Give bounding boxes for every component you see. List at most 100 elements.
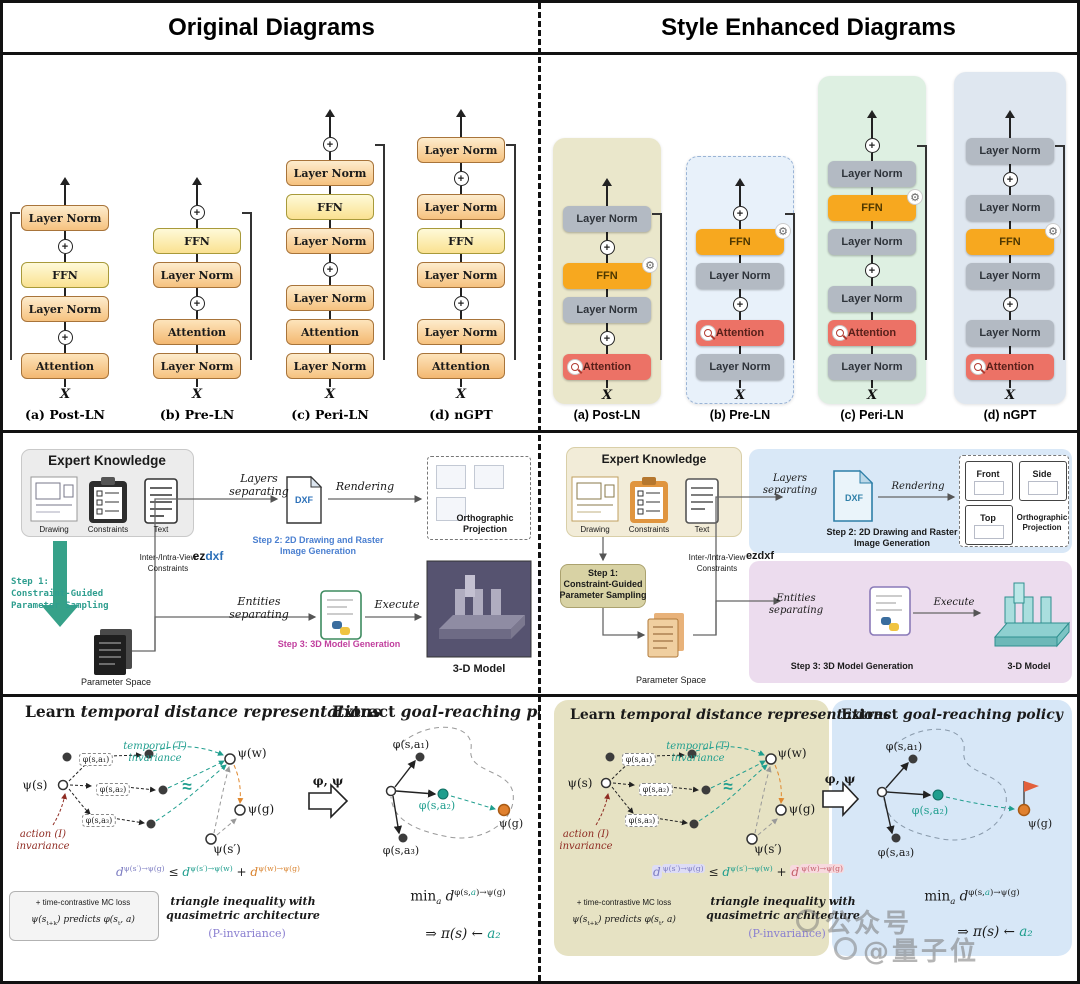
connector-line — [871, 380, 873, 388]
block-attn: Attention — [417, 353, 505, 379]
block-ffn: FFN — [417, 228, 505, 254]
step2-line2: Image Generation — [853, 538, 931, 548]
block-ln: Layer Norm — [21, 296, 109, 322]
connector-line — [329, 129, 331, 137]
add-circle-icon: + — [732, 297, 748, 312]
connector-line — [606, 346, 608, 354]
block-label: Layer Norm — [979, 327, 1041, 339]
up-arrow-icon — [324, 109, 335, 129]
block-label: Layer Norm — [424, 200, 498, 214]
magnifier-icon — [832, 325, 848, 341]
psi-s-label: ψ(s) — [567, 776, 593, 790]
connector-line — [196, 220, 198, 228]
temporal-invariance-line1: temporal (T) — [123, 741, 187, 752]
connector-line — [329, 186, 331, 194]
connector-line — [606, 232, 608, 240]
block-label: FFN — [729, 236, 751, 248]
block-label: Layer Norm — [424, 325, 498, 339]
formula-part: ψ(s′)→ψ(g) — [661, 864, 705, 873]
connector-line — [871, 346, 873, 354]
connector-line — [64, 254, 66, 262]
up-arrow-icon — [1004, 110, 1015, 130]
input-x-label: X — [601, 388, 613, 403]
residual-skip-line — [652, 213, 662, 360]
python-script-icon — [320, 590, 362, 640]
connector-line — [329, 277, 331, 285]
connector-line — [196, 288, 198, 296]
connector-line — [196, 379, 198, 387]
gear-icon: ⚙ — [1045, 223, 1061, 239]
layers-separating-line2: separating — [762, 485, 818, 496]
formula-part: a₂ — [487, 926, 501, 942]
connector-line — [460, 254, 462, 262]
block-label: Layer Norm — [841, 293, 903, 305]
block-ln: Layer Norm — [966, 195, 1054, 221]
ortho-sketch-top — [436, 497, 466, 521]
watermark-line2: @量子位 — [834, 937, 979, 968]
psi-g-label: ψ(g) — [247, 802, 275, 816]
phi-psi-arrow-icon — [308, 783, 349, 819]
block-ln: Layer Norm — [417, 194, 505, 220]
block-label: Layer Norm — [293, 359, 367, 373]
column-caption: (b) Pre-LN — [159, 407, 235, 422]
connector-line — [460, 311, 462, 319]
block-label: Layer Norm — [293, 166, 367, 180]
residual-skip-line — [1055, 145, 1065, 360]
formula-part: ≤ — [164, 865, 183, 879]
center-dashed-divider — [538, 3, 541, 981]
layers-separating-line1: Layers — [240, 472, 278, 485]
input-x-label: X — [734, 388, 746, 403]
step1-chip — [560, 564, 646, 608]
expert-knowledge-title: Expert Knowledge — [601, 452, 707, 466]
block-label: Layer Norm — [979, 202, 1041, 214]
expert-knowledge-title: Expert Knowledge — [48, 453, 166, 468]
action-invariance-line1: action (I) — [19, 829, 67, 840]
block-attn: Attention — [286, 319, 374, 345]
connector-line — [871, 255, 873, 263]
connector-line — [871, 278, 873, 286]
residual-skip-line — [375, 144, 385, 360]
model-label: 3-D Model — [1007, 661, 1051, 671]
formula-part: Learn — [25, 702, 81, 721]
block-attn: Attention — [21, 353, 109, 379]
formula-part: t — [117, 920, 121, 927]
connector-line — [1009, 187, 1011, 195]
connector-line — [460, 129, 462, 137]
formula-part: ⇒ — [957, 924, 973, 940]
phi-sa2-chip: φ(s,a₂) — [638, 783, 674, 797]
connector-line — [460, 220, 462, 228]
mc-loss-line1: + time-contrastive MC loss — [576, 898, 672, 907]
formula-part: + — [772, 865, 791, 879]
formula-part: a₂ — [1019, 924, 1033, 940]
connector-line — [871, 221, 873, 229]
block-label: Layer Norm — [576, 304, 638, 316]
phi-psi-arrow-label: φ, ψ — [312, 774, 344, 788]
formula-part: ⇒ — [425, 926, 441, 942]
formula-part: a — [470, 888, 477, 898]
formula-part: ← — [467, 926, 488, 942]
temporal-invariance-line1: temporal (T) — [666, 741, 730, 752]
formula-part: Extract — [841, 707, 903, 723]
formula-part: goal-reaching policy — [902, 707, 1063, 723]
block-ln: Layer Norm — [417, 319, 505, 345]
block-ffn: FFN⚙ — [563, 257, 658, 289]
column-caption: (a) Post-LN — [25, 407, 105, 422]
formula-part: )→ψ(g) — [990, 888, 1020, 898]
residual-skip-line — [917, 145, 927, 360]
interview-line1: Inter-/Intra-View — [139, 553, 197, 562]
block-label: Layer Norm — [979, 145, 1041, 157]
extract-arrows — [392, 759, 437, 835]
block-ln: Layer Norm — [966, 320, 1054, 346]
phi-sa1-chip: φ(s,a₁) — [621, 753, 657, 767]
temporal-invariance-line2: invariance — [671, 753, 725, 764]
connector-line — [460, 186, 462, 194]
connector-line — [1009, 346, 1011, 354]
formula-part: temporal distance representations — [620, 707, 892, 723]
block-label: FFN — [52, 268, 78, 282]
step1-line2: Constraint-Guided — [563, 579, 643, 589]
add-circle-icon: + — [189, 205, 205, 220]
